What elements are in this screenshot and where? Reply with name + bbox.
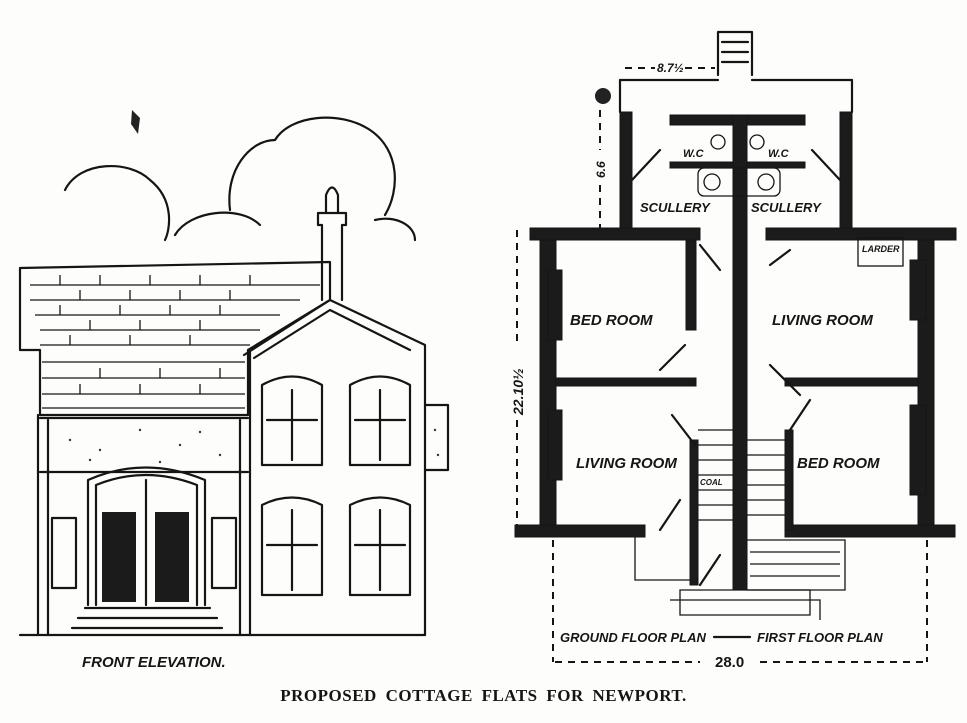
first-floor-plan-label: FIRST FLOOR PLAN <box>757 630 883 645</box>
label-scullery-right: SCULLERY <box>751 200 822 215</box>
stair-wall-left <box>689 439 699 586</box>
string-course <box>38 416 250 474</box>
main-wall-bottom-right <box>784 524 956 538</box>
entrance-door-left <box>102 512 136 602</box>
inner-wall-left <box>685 239 697 331</box>
cross-wall-left <box>555 377 697 387</box>
label-living-room-lower: LIVING ROOM <box>576 455 677 472</box>
floor-plan: BED ROOM LIVING ROOM LIVING ROOM BED ROO… <box>510 30 957 671</box>
gable <box>242 298 427 637</box>
label-living-room-upper: LIVING ROOM <box>772 312 873 329</box>
entrance-steps <box>70 606 224 630</box>
leaf-mark <box>131 110 140 134</box>
wall-outline <box>18 403 450 637</box>
scullery-wall-right <box>839 111 853 233</box>
ground-floor-plan-label: GROUND FLOOR PLAN <box>560 630 706 645</box>
ink-blot <box>595 88 611 104</box>
party-wall <box>732 114 748 591</box>
entrance-frame <box>86 466 207 607</box>
label-larder: LARDER <box>862 244 900 254</box>
roof-tiles <box>30 275 320 409</box>
yard-outline <box>618 78 854 114</box>
main-wall-top-left <box>529 227 701 241</box>
door-swings <box>630 148 842 587</box>
scullery-wall-left <box>619 111 633 233</box>
label-scullery-left: SCULLERY <box>640 200 711 215</box>
stone-texture <box>68 428 440 464</box>
label-wc-right: W.C <box>768 148 790 160</box>
stack <box>716 30 754 77</box>
cross-wall-right <box>784 377 919 387</box>
figure-caption: PROPOSED COTTAGE FLATS FOR NEWPORT. <box>280 686 687 705</box>
wc-fixtures <box>697 134 781 197</box>
chimney-breasts <box>547 259 927 496</box>
main-wall-top-right <box>765 227 957 241</box>
front-elevation-label: FRONT ELEVATION. <box>82 654 226 671</box>
stairs <box>634 429 846 620</box>
main-wall-bottom-left <box>514 524 646 538</box>
chimney <box>316 186 348 302</box>
window-narrow-right <box>210 516 238 590</box>
larder-box <box>857 237 904 267</box>
label-bed-room-lower: BED ROOM <box>797 455 880 472</box>
window-narrow-left <box>50 516 78 590</box>
windows-upper <box>260 375 412 467</box>
roof <box>18 260 332 417</box>
label-coal: COAL <box>700 478 723 487</box>
entrance-door-right <box>155 512 189 602</box>
tree-outline <box>63 116 417 242</box>
dim-main-depth: 22.10½ <box>510 368 526 416</box>
label-bed-room-upper: BED ROOM <box>570 312 653 329</box>
front-elevation: FRONT ELEVATION. <box>18 110 450 671</box>
dim-overall-width: 28.0 <box>715 654 744 671</box>
dim-top-width: 8.7½ <box>657 61 684 75</box>
stair-wall-right <box>784 429 794 531</box>
label-wc-left: W.C <box>683 148 705 160</box>
dim-scullery-depth: 6.6 <box>594 161 608 178</box>
windows-lower <box>260 496 412 597</box>
